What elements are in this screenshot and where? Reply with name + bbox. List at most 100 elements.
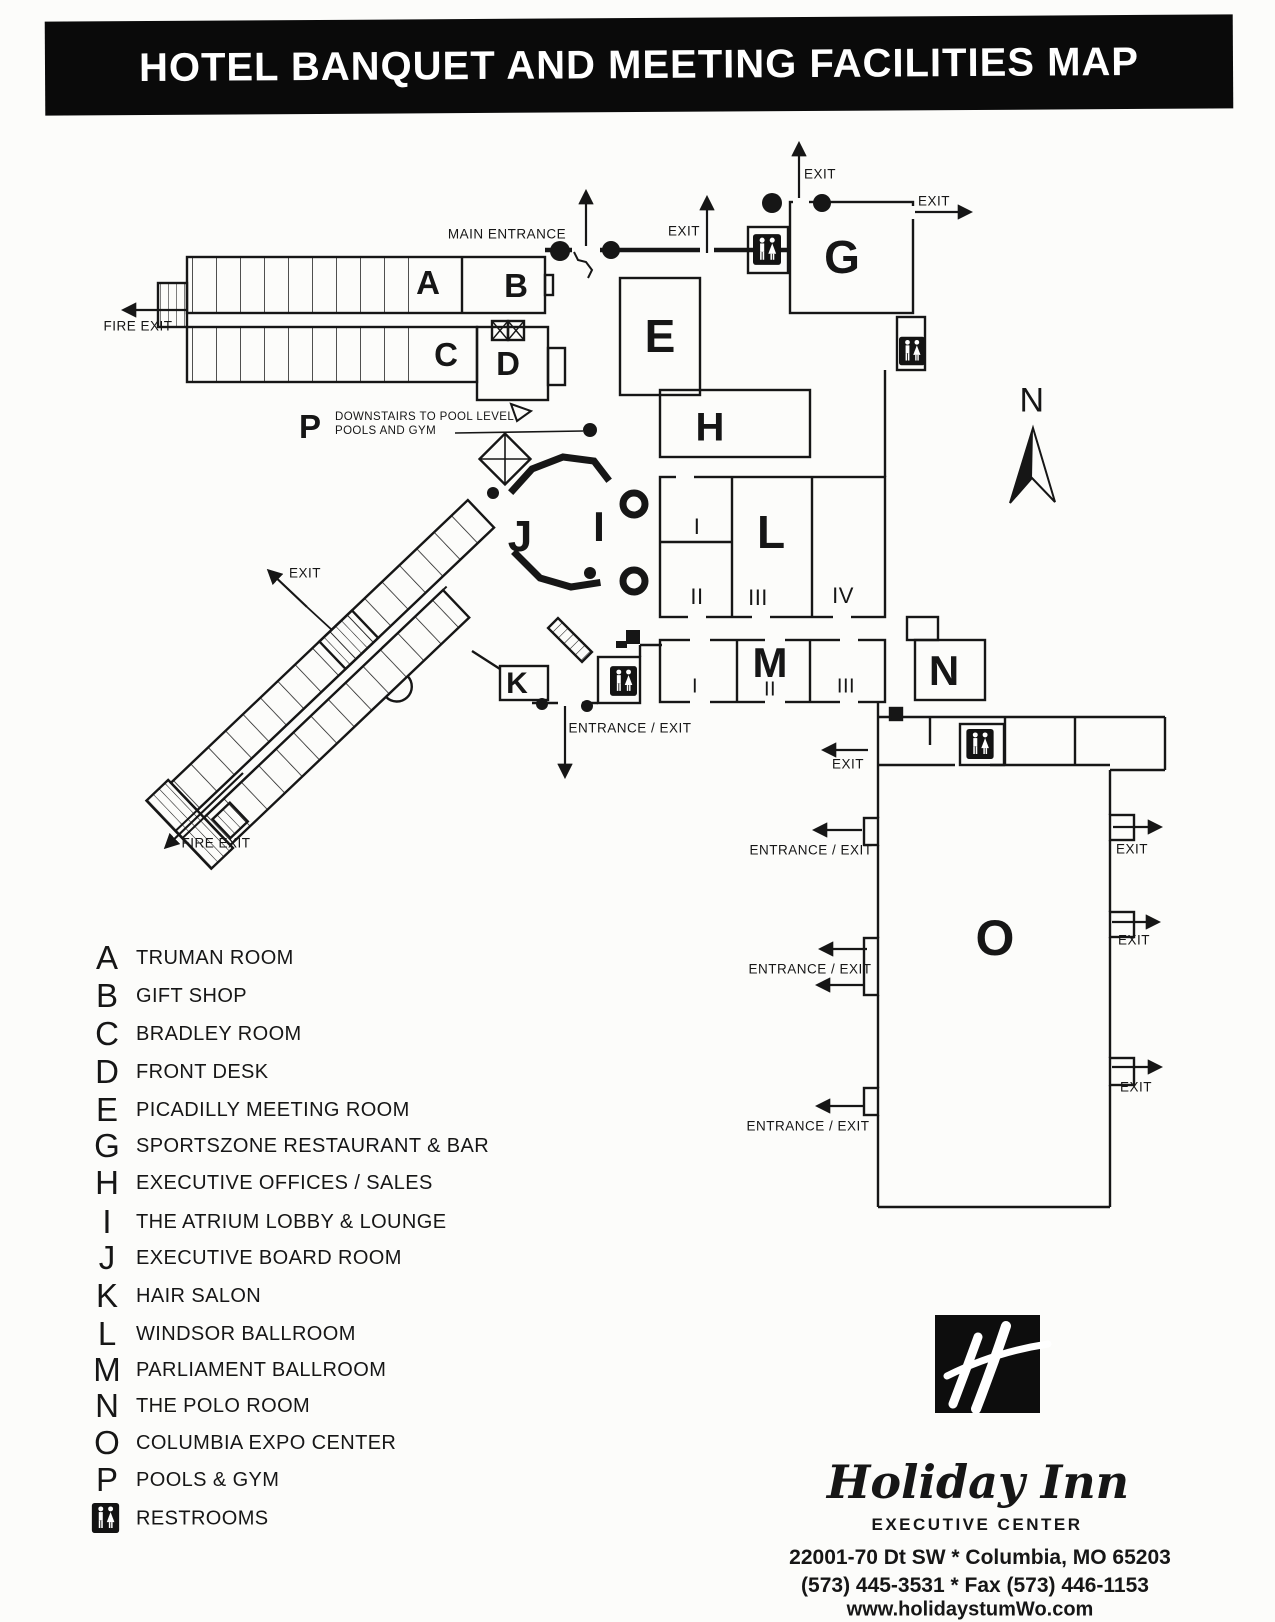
legend-letter: K: [95, 1277, 118, 1314]
m-section-2: II: [763, 678, 777, 701]
p-note-line1: DOWNSTAIRS TO POOL LEVEL: [335, 411, 515, 423]
legend-label: PICADILLY MEETING ROOM: [136, 1098, 410, 1121]
l-section-1: I: [693, 514, 701, 539]
room-label-i: I: [593, 503, 605, 550]
legend-item-p: P POOLS & GYM: [84, 1461, 279, 1499]
legend-label: RESTROOMS: [136, 1507, 269, 1530]
east-corridor: [876, 702, 1167, 772]
legend-label: POOLS & GYM: [136, 1468, 280, 1491]
front-desk-room: [475, 325, 567, 402]
legend-letter: G: [94, 1127, 120, 1164]
legend-item-g: G SPORTSZONE RESTAURANT & BAR: [84, 1127, 489, 1165]
phone-line: (573) 445-3531 * Fax (573) 446-1153: [801, 1574, 1149, 1597]
room-label-k: K: [506, 667, 528, 700]
legend-item-d: D FRONT DESK: [84, 1053, 269, 1091]
room-label-j: J: [507, 512, 533, 561]
room-label-c: C: [434, 336, 458, 373]
legend-label: BRADLEY ROOM: [136, 1022, 302, 1045]
room-label-g: G: [824, 231, 860, 283]
executive-offices-outline: [658, 388, 812, 459]
room-label-e: E: [644, 310, 676, 362]
exit-label-diagonal: EXIT: [288, 565, 322, 581]
legend-label: GIFT SHOP: [136, 984, 248, 1007]
legend-letter: H: [95, 1164, 119, 1201]
legend-letter: P: [95, 1461, 118, 1498]
room-label-h: H: [695, 405, 725, 450]
fire-exit-label-nw: FIRE EXIT: [103, 318, 173, 334]
exit-label-right-2: EXIT: [1117, 932, 1151, 948]
guest-wing-diagonal: [144, 498, 496, 871]
compass-n-label: N: [1019, 381, 1045, 420]
room-label-l: L: [756, 506, 786, 558]
fire-exit-label-sw: FIRE EXIT: [181, 835, 251, 851]
entrance-exit-label-3: ENTRANCE / EXIT: [746, 1118, 870, 1134]
windsor-ballroom-outline: [658, 474, 887, 620]
exit-label-lobby: EXIT: [667, 223, 701, 239]
restroom-room-south: [596, 655, 642, 705]
legend-label: TRUMAN ROOM: [136, 946, 294, 969]
address-line: 22001-70 Dt SW * Columbia, MO 65203: [789, 1546, 1171, 1569]
legend-letter: N: [95, 1387, 119, 1424]
website-line: www.holidaystumWo.com: [846, 1598, 1094, 1621]
legend-item-h: H EXECUTIVE OFFICES / SALES: [84, 1164, 433, 1202]
planter-icons: [550, 193, 831, 261]
exit-label-right-1: EXIT: [1115, 841, 1149, 857]
legend-item-n: N THE POLO ROOM: [84, 1387, 310, 1425]
restrooms-icon: [753, 234, 781, 265]
legend-label: COLUMBIA EXPO CENTER: [136, 1431, 397, 1454]
m-section-1: I: [691, 675, 699, 698]
legend-label: SPORTSZONE RESTAURANT & BAR: [136, 1134, 490, 1157]
legend-item-c: C BRADLEY ROOM: [84, 1015, 302, 1053]
restrooms-icon: [899, 336, 925, 366]
legend-item-e: E PICADILLY MEETING ROOM: [84, 1091, 410, 1129]
p-note-line2: POOLS AND GYM: [335, 425, 437, 437]
fire-exit-arrow-sw: [163, 772, 244, 850]
guest-wing-north: [156, 255, 555, 384]
holiday-inn-logo: [935, 1315, 1052, 1414]
restrooms-icon: [966, 729, 994, 759]
hair-salon-outline: [498, 664, 550, 702]
l-section-4: IV: [832, 583, 854, 608]
entrance-exit-label-south: ENTRANCE / EXIT: [568, 720, 692, 736]
legend-letter: B: [95, 977, 118, 1014]
atrium-features: [454, 402, 649, 664]
exit-label-right-3: EXIT: [1119, 1079, 1153, 1095]
room-label-d: D: [496, 345, 520, 382]
legend-item-b: B GIFT SHOP: [84, 977, 247, 1015]
restroom-room-east: [895, 315, 927, 372]
brand-subtitle: EXECUTIVE CENTER: [871, 1515, 1083, 1534]
legend-label: FRONT DESK: [136, 1060, 269, 1083]
legend-label: THE ATRIUM LOBBY & LOUNGE: [136, 1210, 447, 1233]
m-section-3: III: [836, 675, 856, 698]
p-marker: P: [298, 408, 322, 445]
legend-letter: O: [94, 1424, 120, 1461]
legend-label: EXECUTIVE OFFICES / SALES: [136, 1171, 433, 1194]
l-section-2: II: [690, 584, 704, 609]
room-label-n: N: [928, 647, 960, 694]
legend-letter: J: [98, 1239, 116, 1276]
room-label-a: A: [416, 264, 440, 301]
legend-letter: C: [95, 1015, 119, 1052]
exit-label-g-top: EXIT: [803, 166, 837, 182]
elevator-icon: [490, 319, 526, 342]
legend-label: THE POLO ROOM: [136, 1394, 311, 1417]
legend-letter: D: [95, 1053, 119, 1090]
exit-label-mid-left: EXIT: [831, 756, 865, 772]
legend-label: EXECUTIVE BOARD ROOM: [136, 1246, 402, 1269]
legend-item-restrooms: RESTROOMS: [84, 1508, 269, 1531]
room-label-o: O: [975, 910, 1015, 966]
main-entrance-label: MAIN ENTRANCE: [447, 226, 567, 242]
restroom-room-lobby: [746, 225, 790, 275]
legend-item-o: O COLUMBIA EXPO CENTER: [84, 1424, 396, 1462]
brand-name: Holiday Inn: [826, 1455, 1130, 1509]
entrance-exit-label-1: ENTRANCE / EXIT: [749, 842, 873, 858]
parliament-ballroom-outline: [658, 637, 887, 705]
legend-letter: E: [95, 1091, 118, 1128]
exit-arrow-diagonal: [266, 568, 308, 608]
